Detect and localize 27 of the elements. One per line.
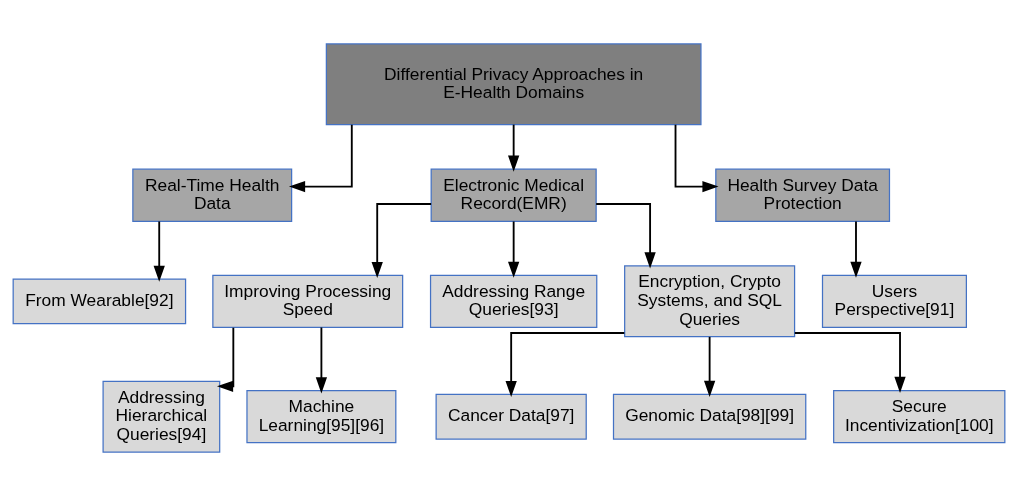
arrow [289,123,353,192]
arrow [315,326,328,393]
node-box: Improving Processing Speed [212,274,404,328]
node-box: Cancer Data[97] [435,393,587,440]
arrow [793,331,906,393]
arrow [703,335,716,397]
node-box: Encryption, Crypto Systems, and SQL Queries [624,264,796,337]
node-box: Secure Incentivization[100] [833,389,1006,443]
arrow [595,202,656,268]
node-box: Real-Time Health Data [132,168,293,222]
node-box: Genomic Data[98][99] [612,393,807,440]
node-box: Health Survey Data Protection [715,168,891,222]
arrow [217,326,235,392]
arrow [674,123,719,192]
node-box: Users Perspective[91] [821,274,967,328]
arrow [850,220,862,278]
node-box: Electronic Medical Record(EMR) [430,168,597,222]
arrow [508,123,520,172]
node-box: Differential Privacy Approaches in E-Health Domains [325,42,702,125]
arrow [153,220,165,282]
arrow [508,220,520,278]
arrow [371,202,433,278]
node-box: From Wearable[92] [12,277,187,324]
node-box: Addressing Range Queries[93] [429,274,598,328]
node-box: Machine Learning[95][96] [246,389,397,443]
node-box: Addressing Hierarchical Queries[94] [102,380,221,453]
arrow [505,331,626,397]
